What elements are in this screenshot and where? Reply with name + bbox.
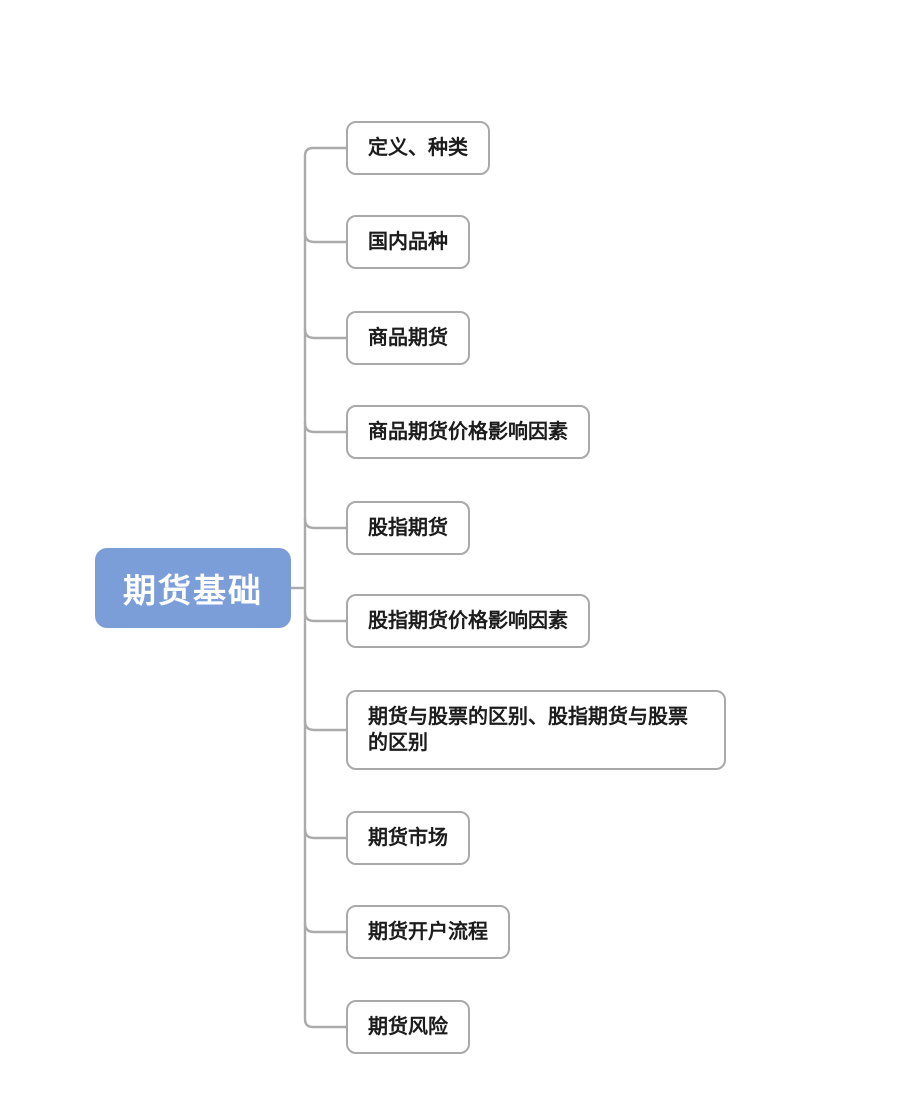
mindmap-node[interactable]: 股指期货价格影响因素: [346, 594, 590, 648]
node-label: 商品期货价格影响因素: [368, 421, 568, 443]
mindmap-node[interactable]: 期货风险: [346, 1000, 470, 1054]
branch-connector: [303, 517, 348, 530]
mindmap-node[interactable]: 国内品种: [346, 215, 470, 269]
node-label: 国内品种: [368, 231, 448, 253]
mindmap-node[interactable]: 商品期货: [346, 311, 470, 365]
mindmap-node[interactable]: 期货与股票的区别、股指期货与股票的区别: [346, 690, 726, 770]
node-label: 股指期货价格影响因素: [368, 610, 568, 632]
trunk-connector: [303, 146, 348, 1029]
node-label: 期货市场: [368, 827, 448, 849]
mindmap-root-node[interactable]: 期货基础: [95, 548, 291, 628]
branch-connector: [303, 827, 348, 840]
root-node-label: 期货基础: [123, 572, 263, 609]
branch-connector: [303, 421, 348, 434]
node-label: 期货风险: [368, 1016, 448, 1038]
branch-connector: [303, 719, 348, 732]
mindmap-node[interactable]: 股指期货: [346, 501, 470, 555]
mindmap-node[interactable]: 期货开户流程: [346, 905, 510, 959]
branch-connector: [303, 921, 348, 934]
node-label: 期货与股票的区别、股指期货与股票的区别: [368, 706, 688, 754]
branch-connector: [303, 610, 348, 623]
mindmap-node[interactable]: 定义、种类: [346, 121, 490, 175]
branch-connector: [303, 327, 348, 340]
mindmap-node[interactable]: 期货市场: [346, 811, 470, 865]
branch-connector: [303, 231, 348, 244]
node-label: 定义、种类: [368, 137, 468, 159]
mindmap-node[interactable]: 商品期货价格影响因素: [346, 405, 590, 459]
node-label: 期货开户流程: [368, 921, 488, 943]
node-label: 股指期货: [368, 517, 448, 539]
node-label: 商品期货: [368, 327, 448, 349]
